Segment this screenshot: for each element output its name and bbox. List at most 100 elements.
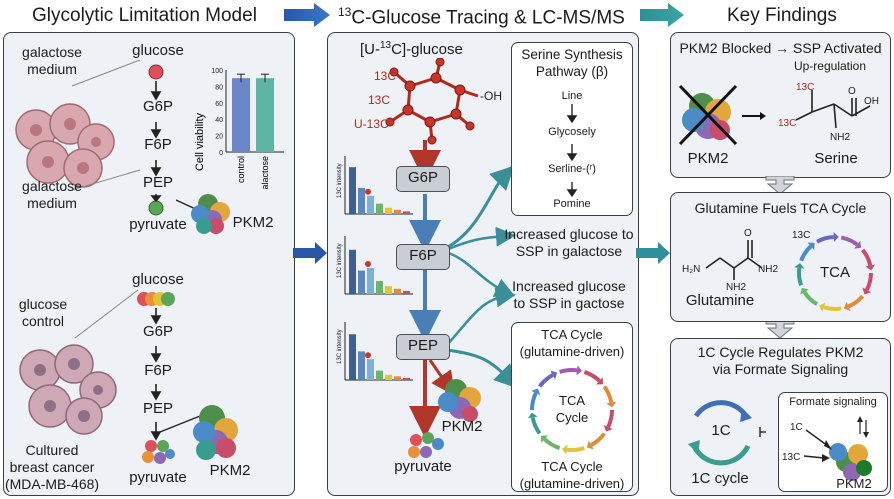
tca-segment xyxy=(840,235,859,247)
middle-pathway-arrows xyxy=(409,140,519,438)
intensity-bar xyxy=(349,167,356,214)
right-panel-3-title: 1C Cycle Regulates PKM2 via Formate Sign… xyxy=(697,344,864,377)
middle-pkm2-icon xyxy=(438,379,481,422)
intensity-bar xyxy=(403,377,410,380)
intensity-bar xyxy=(349,334,356,380)
intensity-bar xyxy=(403,211,410,214)
galactose-medium-top: galactose medium xyxy=(22,44,82,77)
tca-segment xyxy=(847,294,865,309)
formate-diagram: 1C 13C xyxy=(782,416,872,481)
header-right: Key Findings xyxy=(727,5,837,26)
ssp-step-2: Glycosely xyxy=(548,126,596,138)
pkm2-protein-top-icon xyxy=(176,194,230,234)
intensity-bar xyxy=(376,203,383,214)
ssp-step-1: Line xyxy=(561,90,583,102)
tca-arrowhead xyxy=(843,301,851,312)
intensity-bar xyxy=(376,370,383,380)
pkm2-label-top: PKM2 xyxy=(232,214,274,231)
intensity-marker xyxy=(365,261,371,267)
intensity-marker xyxy=(365,188,371,195)
viability-ytick: 20 xyxy=(215,134,223,141)
right-panel-2-title: Glutamine Fuels TCA Cycle xyxy=(694,200,867,216)
pathway-bottom-diagram xyxy=(137,292,175,464)
glutamine-structure: O H₂N NH2 NH2 xyxy=(682,228,778,292)
right-panel-1-title: PKM2 Blocked → SSP Activated xyxy=(679,40,882,56)
formate-label: Formate signaling xyxy=(789,396,877,408)
right-pkm2-label: PKM2 xyxy=(687,150,729,167)
pep-box: PEP xyxy=(396,334,450,360)
tca-segment xyxy=(797,267,804,286)
cell-cluster-control xyxy=(19,344,117,435)
tca-bottom: TCA Cycle (glutamine-driven) xyxy=(519,459,625,491)
serine-c13a: 13C xyxy=(796,82,814,93)
tca-segment xyxy=(566,446,585,452)
increased-galactose-text: Increased glucose to SSP in galactose xyxy=(504,226,634,259)
tca-arrowhead xyxy=(540,435,549,443)
viability-ytick: 0 xyxy=(219,150,223,157)
pathway-top-glucose: glucose xyxy=(132,42,184,59)
glucose-control-label: glucose control xyxy=(18,296,68,329)
pkm2-blocked-icon xyxy=(678,84,766,146)
intensity-chart-3: 13C intensity xyxy=(337,322,413,381)
tca-segment xyxy=(823,305,842,311)
one-c-cycle-label: 1C cycle xyxy=(691,470,749,487)
ssp-arrows xyxy=(566,104,578,198)
tca-segment xyxy=(530,417,542,435)
glucose-molecule: 13C 13C U-13C -OH xyxy=(354,58,502,145)
tca-segment xyxy=(802,290,819,306)
tracer-pre: [U- xyxy=(360,41,380,58)
tca-segment xyxy=(816,235,834,244)
middle-pyruvate-icon xyxy=(408,432,444,458)
intensity-bar xyxy=(385,374,392,380)
c13-label-3: U-13C xyxy=(354,117,389,131)
pkm2-label-bottom: PKM2 xyxy=(209,462,251,479)
header-middle-sup: 13 xyxy=(338,5,352,19)
intensity-bar xyxy=(403,290,410,294)
tca-segment xyxy=(530,392,538,411)
pathway-top-f6p: F6P xyxy=(144,136,172,153)
cell-cluster-galactose xyxy=(15,103,115,188)
serine-label: Serine xyxy=(814,150,858,167)
ssp-step-3: Serline-(ʳ) xyxy=(548,163,596,175)
callout-lines xyxy=(71,59,141,339)
intensity-bar xyxy=(394,209,401,214)
tca-segment xyxy=(860,248,873,267)
one-c-cycle-ring xyxy=(688,400,766,466)
tca-arrowhead xyxy=(865,264,876,271)
intensity-bar xyxy=(394,288,401,294)
viability-bar xyxy=(232,78,250,152)
tca-arrowhead xyxy=(586,440,594,450)
header-middle: 13C-Glucose Tracing & LC-MS/MS xyxy=(338,5,625,29)
viability-bar xyxy=(256,78,274,152)
pathway-bottom-pyruvate: pyruvate xyxy=(129,469,187,486)
increased-gactose-text: Increased glucose to SSP in gactose xyxy=(512,278,626,311)
middle-pyruvate-label: pyruvate xyxy=(394,458,452,475)
cultured-label: Cultured breast cancer (MDA-MB-468) xyxy=(4,442,100,492)
intensity-bar xyxy=(376,281,383,294)
viability-ytick: 100 xyxy=(211,68,223,75)
intensity-bar xyxy=(385,207,392,214)
right-c13c: 13C xyxy=(792,230,810,241)
tca-arrowhead xyxy=(531,388,541,396)
tca-arrowhead xyxy=(603,424,613,432)
tca-cycle-ring xyxy=(527,365,617,455)
galactose-medium-bottom: galactose medium xyxy=(22,178,82,211)
left-to-middle-arrow xyxy=(293,242,327,264)
tca-arrowhead xyxy=(550,370,558,380)
tca-segment xyxy=(559,368,578,374)
formate-1c: 1C xyxy=(790,422,803,433)
ssp-step-4: Pomine xyxy=(553,198,591,210)
header-arrow-2 xyxy=(640,3,684,27)
glutamine-o: O xyxy=(744,228,752,239)
upregulation-label: Up-regulation xyxy=(793,59,867,73)
tca-title: TCA Cycle (glutamine-driven) xyxy=(519,327,625,359)
serine-c13b: 13C xyxy=(778,118,796,129)
tca-arrowhead xyxy=(819,302,826,312)
viability-xtick: control xyxy=(236,156,246,183)
middle-to-right-arrow xyxy=(636,242,670,264)
pathway-top-g6p: G6P xyxy=(142,98,173,115)
intensity-bar xyxy=(385,286,392,294)
middle-pkm2-label: PKM2 xyxy=(441,418,483,435)
tca-arrowhead xyxy=(833,232,839,243)
